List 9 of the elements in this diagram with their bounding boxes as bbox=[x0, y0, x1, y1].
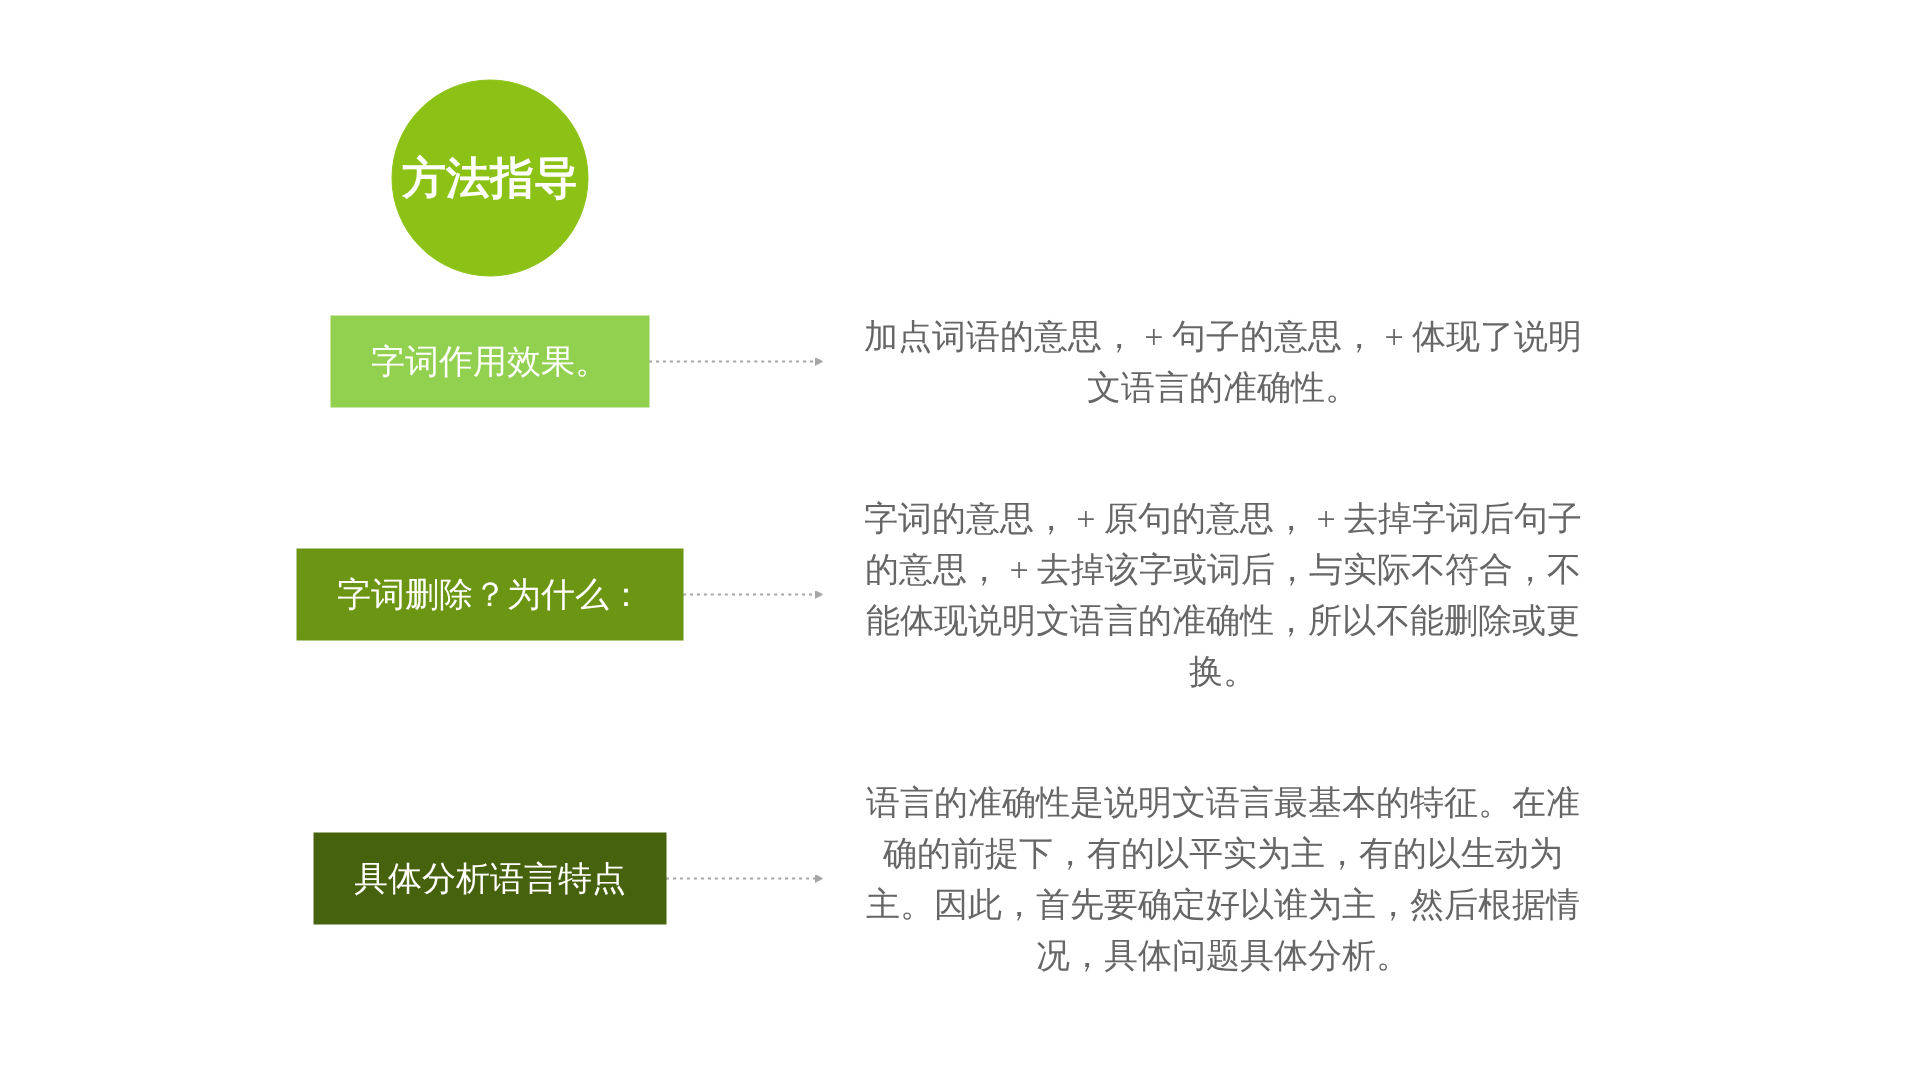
arrow bbox=[665, 873, 824, 883]
node-text: 语言的准确性是说明文语言最基本的特征。在准确的前提下，有的以平实为主，有的以生动为主。因此，首先要确定好以谁为主，然后根据情况，具体问题具体分析。 bbox=[866, 783, 1580, 974]
arrow bbox=[682, 589, 824, 599]
node-text: 字词的意思， + 原句的意思， + 去掉字词后句子的意思， + 去掉该字或词后，与实际不符合，不能体现说明文语言的准确性，所以不能删除或更换。 bbox=[863, 499, 1583, 690]
node-box: 字词删除？为什么： bbox=[296, 548, 684, 641]
arrow bbox=[648, 356, 824, 366]
node-box: 字词作用效果。 bbox=[330, 315, 650, 408]
node-box: 具体分析语言特点 bbox=[313, 832, 667, 925]
node-text: 加点词语的意思， + 句子的意思， + 体现了说明文语言的准确性。 bbox=[863, 317, 1583, 406]
